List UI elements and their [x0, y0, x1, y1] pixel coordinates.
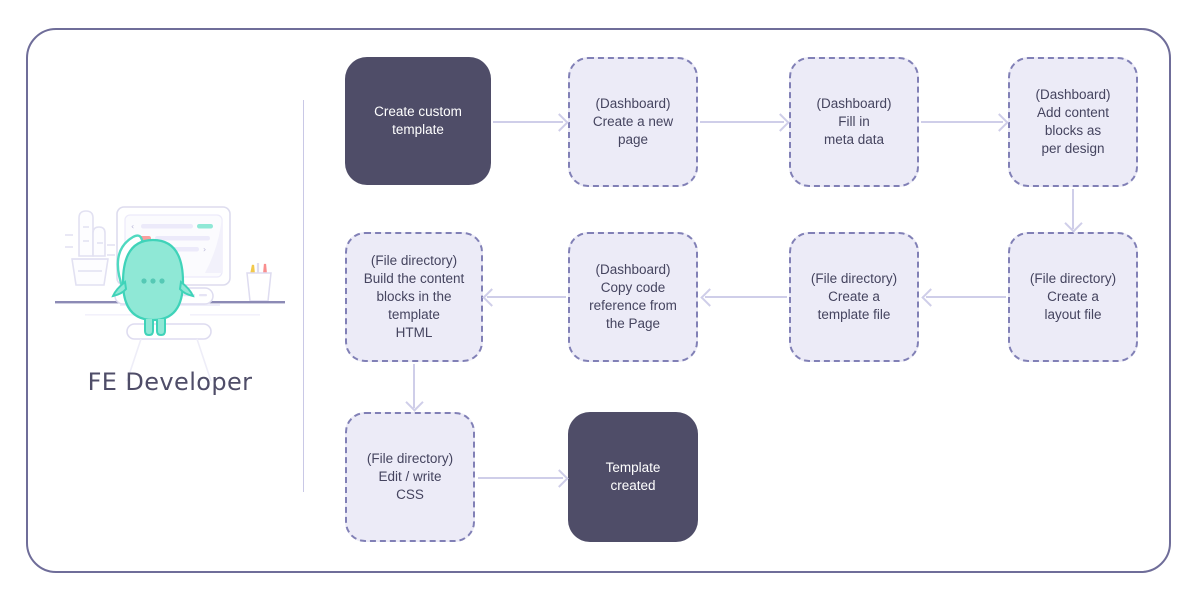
pencil-cup-icon — [246, 263, 272, 302]
node-create-a-template-file[interactable]: (File directory) Create a template file — [789, 232, 919, 362]
node-create-custom-template[interactable]: Create custom template — [345, 57, 491, 185]
node-label: (File directory) Build the content block… — [363, 253, 465, 340]
persona-label: FE Developer — [87, 368, 253, 396]
node-add-content-blocks[interactable]: (Dashboard) Add content blocks as per de… — [1008, 57, 1138, 187]
node-label: (File directory) Create a layout file — [1029, 271, 1117, 322]
node-label: (File directory) Edit / write CSS — [366, 451, 454, 502]
node-label: (Dashboard) Create a new page — [592, 96, 674, 147]
svg-text:‹: ‹ — [131, 222, 134, 231]
node-create-a-new-page[interactable]: (Dashboard) Create a new page — [568, 57, 698, 187]
developer-at-desk-icon: ‹ › — [55, 206, 285, 382]
mascot-icon — [111, 234, 195, 337]
node-template-created[interactable]: Template created — [568, 412, 698, 542]
node-build-content-blocks[interactable]: (File directory) Build the content block… — [345, 232, 483, 362]
node-edit-write-css[interactable]: (File directory) Edit / write CSS — [345, 412, 475, 542]
svg-text:›: › — [203, 245, 206, 254]
cactus-icon — [65, 210, 115, 286]
node-label: Create custom template — [374, 104, 462, 137]
node-label: (Dashboard) Fill in meta data — [816, 96, 892, 147]
vertical-divider — [303, 100, 304, 492]
node-label: (Dashboard) Add content blocks as per de… — [1035, 87, 1111, 156]
node-label: Template created — [605, 460, 661, 493]
node-copy-code-reference[interactable]: (Dashboard) Copy code reference from the… — [568, 232, 698, 362]
node-label: (File directory) Create a template file — [810, 271, 898, 322]
node-create-a-layout-file[interactable]: (File directory) Create a layout file — [1008, 232, 1138, 362]
node-label: (Dashboard) Copy code reference from the… — [589, 262, 677, 331]
developer-illustration: ‹ › — [55, 185, 285, 395]
node-fill-in-meta-data[interactable]: (Dashboard) Fill in meta data — [789, 57, 919, 187]
